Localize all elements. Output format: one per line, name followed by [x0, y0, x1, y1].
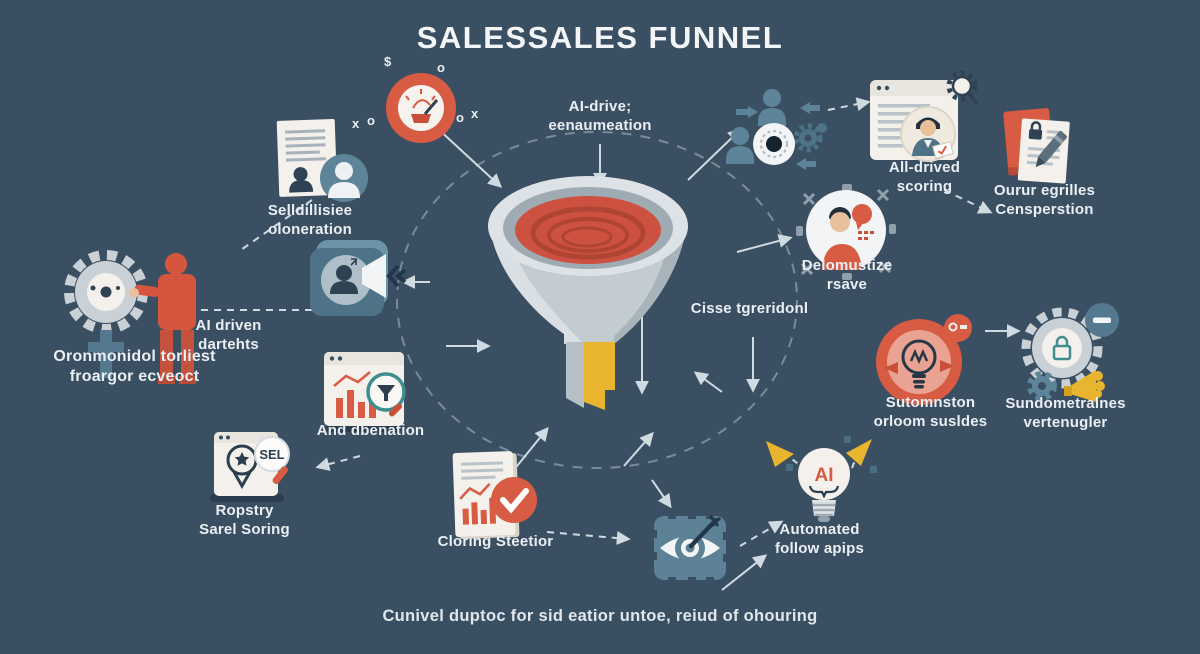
closing-report-icon [452, 451, 537, 539]
circle-doodle: o [437, 60, 445, 75]
circle-doodle: o [367, 113, 375, 128]
yellow-arrowhead-icons [766, 439, 872, 467]
page-title: SALESSALES FUNNEL [416, 20, 784, 55]
left-machine-label: Oronmonidol torliest froargor ecveoct [53, 348, 216, 386]
analytics-label: And dbenation [316, 422, 425, 439]
scoring-browser-icon [870, 70, 979, 162]
target-stamp-icon [651, 513, 729, 583]
ai-badge: AI [815, 465, 834, 486]
automation-label: Sutomnston orloom susldes [873, 394, 988, 431]
mid-note-label: Cisse tgreridonl [690, 300, 809, 317]
closing-label: Cloring Steetior [437, 533, 554, 550]
followups-label: Automated follow apips [774, 521, 865, 558]
seo-scoring-label: Ropstry Sarel Soring [199, 502, 290, 539]
sel-badge: SEL [259, 447, 284, 462]
dollar-doodle: $ [384, 54, 392, 69]
audience-cluster-icon [726, 89, 827, 170]
x-doodle: x [352, 116, 360, 131]
promo-megaphone-icon [310, 240, 406, 316]
circle-doodle: o [456, 110, 464, 125]
idea-badge-icon [386, 73, 456, 143]
ai-insights-label: AI driven dartehts [195, 317, 262, 354]
integration-gears-icon [1021, 303, 1119, 402]
lead-generation-label: Selldillisiee oloneration [267, 202, 353, 239]
x-doodle: x [471, 106, 479, 121]
ai-scoring-label: All-drived scoring [888, 159, 961, 196]
lead-document-icon [276, 119, 368, 202]
funnel-icon [488, 176, 688, 410]
integrations-label: Sundometralnes vertenugler [1005, 395, 1126, 432]
personalization-icon [796, 184, 896, 280]
analytics-browser-icon [324, 352, 406, 432]
ai-bulb-icon: AI [786, 436, 877, 522]
bottom-caption: Cunivel duptoc for sid eatior untoe, rei… [382, 607, 818, 625]
automation-bulb-icon [876, 314, 972, 405]
ai-nurturing-label: AI-drive; eenaumeation [548, 98, 652, 135]
content-docs-icon [1003, 108, 1070, 184]
personalization-label: Delomustize rsave [801, 257, 893, 294]
seo-browser-icon: SEL [210, 432, 290, 502]
content-generation-label: Ourur egrilles Censperstion [993, 182, 1096, 219]
gear-person-icon [64, 250, 196, 384]
